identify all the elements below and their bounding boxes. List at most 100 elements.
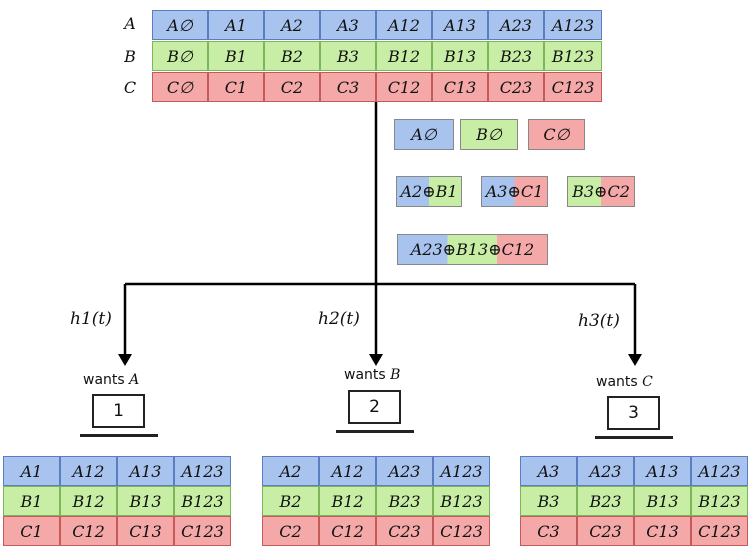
master-cell: C∅ <box>152 72 208 102</box>
cache-cell: B13 <box>117 486 174 516</box>
cache-cell: B12 <box>319 486 376 516</box>
tx-pair-A3-C1: A3⊕C1 <box>481 176 548 207</box>
cache-cell: C12 <box>60 516 117 546</box>
master-cell: C23 <box>488 72 544 102</box>
cache-cell: C13 <box>634 516 691 546</box>
master-cell: A∅ <box>152 10 208 40</box>
cache-cell: B123 <box>174 486 231 516</box>
master-cell: A123 <box>544 10 602 40</box>
master-cell: C2 <box>264 72 320 102</box>
cache-cell: B23 <box>577 486 634 516</box>
cache-cell: C123 <box>691 516 748 546</box>
master-cell: A1 <box>208 10 264 40</box>
tx-C-empty: C∅ <box>528 119 585 150</box>
master-cell: B∅ <box>152 41 208 71</box>
cache-cell: A2 <box>262 456 319 486</box>
master-cell: C1 <box>208 72 264 102</box>
master-cell: C123 <box>544 72 602 102</box>
cache-cell: B123 <box>433 486 490 516</box>
master-cell: C13 <box>432 72 488 102</box>
user1-id: 1 <box>113 401 124 421</box>
master-cell: C3 <box>320 72 376 102</box>
user3-id: 3 <box>628 403 639 423</box>
cache-cell: A13 <box>634 456 691 486</box>
cache-cell: C3 <box>520 516 577 546</box>
user1-wants-file: A <box>129 372 140 388</box>
master-cell: A13 <box>432 10 488 40</box>
master-cell: A2 <box>264 10 320 40</box>
cache-cell: A12 <box>319 456 376 486</box>
master-cell: B3 <box>320 41 376 71</box>
user2-id: 2 <box>369 397 380 417</box>
cache-cell: A3 <box>520 456 577 486</box>
user3-demand: wants C <box>596 374 653 390</box>
cache-cell: A1 <box>3 456 60 486</box>
master-cell: B13 <box>432 41 488 71</box>
tx-pair-A2-B1: A2⊕B1 <box>396 176 462 207</box>
master-cell: A23 <box>488 10 544 40</box>
master-cell: B2 <box>264 41 320 71</box>
cache-cell: A23 <box>577 456 634 486</box>
cache-cell: B1 <box>3 486 60 516</box>
cache-cell: B23 <box>376 486 433 516</box>
channel-label-1: h1(t) <box>70 309 112 329</box>
cache-cell: A12 <box>60 456 117 486</box>
tx-pair-B3-C2: B3⊕C2 <box>567 176 635 207</box>
user3-wants-file: C <box>642 374 653 390</box>
cache-cell: C2 <box>262 516 319 546</box>
master-cell: B12 <box>376 41 432 71</box>
channel-label-3: h3(t) <box>578 311 620 331</box>
user2-laptop-icon: 2 <box>348 390 401 424</box>
cache-cell: B2 <box>262 486 319 516</box>
cache-cell: B3 <box>520 486 577 516</box>
user3-wants-text: wants <box>596 374 638 390</box>
master-cell: A12 <box>376 10 432 40</box>
cache-cell: C13 <box>117 516 174 546</box>
master-cell: C12 <box>376 72 432 102</box>
cache-cell: C123 <box>174 516 231 546</box>
cache-cell: C23 <box>376 516 433 546</box>
user2-wants-file: B <box>390 367 401 383</box>
master-cell: B123 <box>544 41 602 71</box>
user2-wants-text: wants <box>344 367 386 383</box>
channel-label-2: h2(t) <box>318 309 360 329</box>
cache-cell: C23 <box>577 516 634 546</box>
cache-cell: C123 <box>433 516 490 546</box>
row-label-B: B <box>124 47 136 66</box>
cache-cell: C12 <box>319 516 376 546</box>
row-label-C: C <box>123 78 137 97</box>
cache-cell: A123 <box>433 456 490 486</box>
tx-B-empty: B∅ <box>460 119 518 150</box>
user1-wants-text: wants <box>83 372 125 388</box>
tx-triple: A23⊕B13⊕C12 <box>397 234 548 265</box>
cache-cell: A13 <box>117 456 174 486</box>
master-cell: B1 <box>208 41 264 71</box>
row-label-A: A <box>124 14 136 33</box>
user3-laptop-icon: 3 <box>607 396 660 430</box>
cache-cell: A123 <box>174 456 231 486</box>
cache-cell: A123 <box>691 456 748 486</box>
tx-A-empty: A∅ <box>394 119 454 150</box>
cache-cell: B12 <box>60 486 117 516</box>
cache-cell: B123 <box>691 486 748 516</box>
cache-cell: B13 <box>634 486 691 516</box>
master-cell: A3 <box>320 10 376 40</box>
user3-laptop-base <box>595 436 673 439</box>
master-cell: B23 <box>488 41 544 71</box>
user2-laptop-base <box>336 430 414 433</box>
